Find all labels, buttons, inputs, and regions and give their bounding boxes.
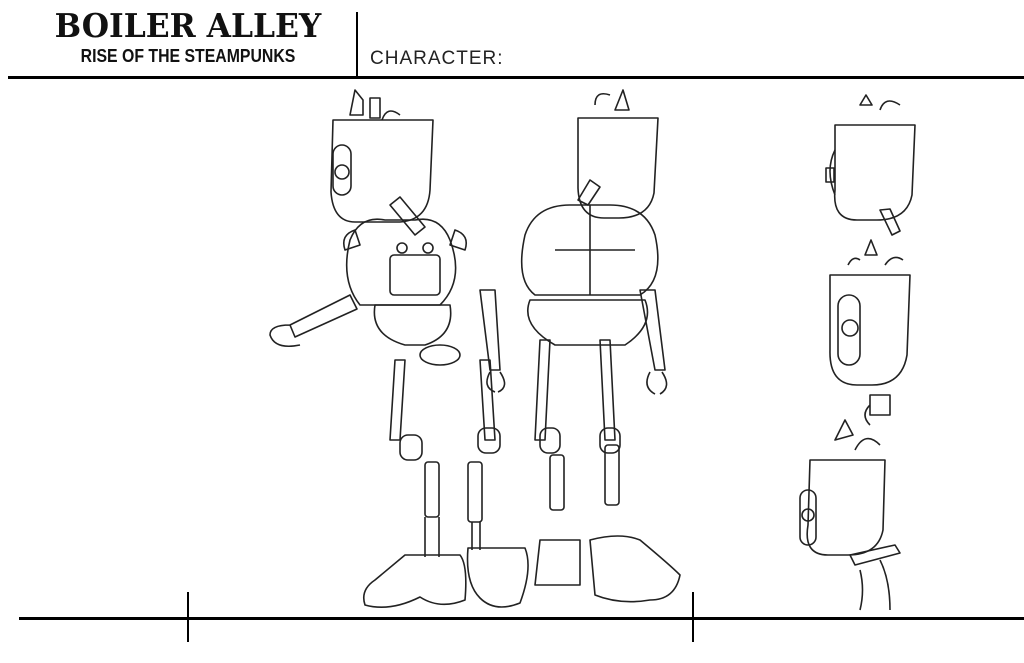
character-label: CHARACTER: xyxy=(370,48,504,69)
sheet-title: BOILER ALLEY xyxy=(54,6,322,45)
head-front-view xyxy=(829,239,911,426)
head-three-quarter-view xyxy=(799,419,901,611)
footer-tick-right xyxy=(692,592,694,642)
robot-front-view xyxy=(269,89,529,608)
header-divider-vertical xyxy=(356,12,358,76)
robot-back-view xyxy=(520,89,681,603)
header-rule xyxy=(8,76,1024,79)
footer-rule xyxy=(19,617,1024,620)
footer-tick-left xyxy=(187,592,189,642)
sheet-subtitle: RISE OF THE STEAMPUNKS xyxy=(80,46,296,66)
head-side-view xyxy=(825,94,916,236)
